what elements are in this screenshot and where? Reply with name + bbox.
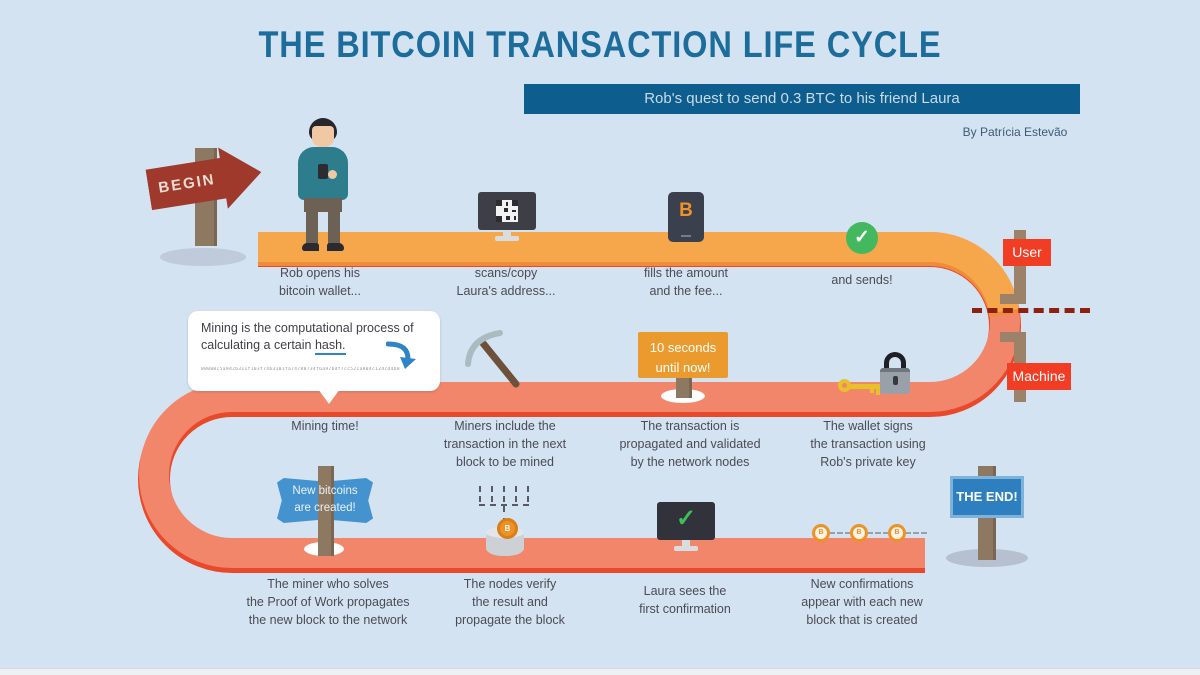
confirmation-chain-icon: B B B	[812, 524, 928, 542]
rob-person	[290, 118, 356, 252]
label-and-sends: and sends!	[831, 273, 893, 287]
lock-shackle	[884, 352, 906, 372]
label-nodes-verify: The nodes verify the result and propagat…	[455, 577, 565, 627]
rob-shoe-right	[327, 243, 344, 251]
rob-leg-left	[306, 210, 318, 244]
laura-monitor-base	[674, 546, 698, 551]
chain-coin-1: B	[812, 524, 830, 542]
monitor-check-icon: ✓	[657, 502, 715, 554]
phone-home-bar	[681, 235, 691, 237]
label-miners-include: Miners include the transaction in the ne…	[443, 419, 567, 469]
label-rob-opens: Rob opens his bitcoin wallet...	[279, 266, 361, 298]
label-mining-time: Mining time!	[291, 419, 359, 433]
chain-link-3	[905, 532, 927, 534]
chain-link-1	[829, 532, 851, 534]
bitcoin-symbol: B	[679, 200, 693, 221]
phone-bitcoin-icon: B	[668, 192, 704, 242]
page-title: THE BITCOIN TRANSACTION LIFE CYCLE	[258, 24, 942, 65]
monitor-base	[495, 236, 519, 241]
chain-link-2	[867, 532, 889, 534]
rob-face	[312, 126, 334, 147]
pickaxe-icon	[465, 330, 520, 388]
callout-text: Mining is the computational process of c…	[201, 320, 427, 355]
key-stem	[850, 384, 880, 389]
key-icon	[838, 378, 882, 396]
key-ring	[838, 379, 851, 392]
laura-monitor-frame: ✓	[657, 502, 715, 540]
callout-tail	[318, 389, 340, 404]
key-tooth-2	[876, 388, 880, 395]
monitor-neck	[503, 230, 511, 236]
node-dash-3	[503, 486, 505, 502]
node-network-icon: B	[477, 486, 533, 564]
user-post-top	[1014, 230, 1026, 240]
rob-hand	[328, 170, 337, 179]
confirmation-check: ✓	[675, 505, 697, 532]
lock-icon	[880, 352, 910, 398]
block-coin: B	[497, 518, 518, 539]
hash-string: 00000c5a9d26311f103f74b3101fa74788734f6a…	[201, 367, 400, 372]
node-dash-4	[515, 486, 517, 502]
curved-arrow-icon	[386, 341, 416, 369]
label-miner-solves: The miner who solves the Proof of Work p…	[246, 577, 410, 627]
callout-sentence: Mining is the computational process of c…	[201, 321, 414, 352]
node-dash-stem	[503, 506, 505, 524]
node-dash-2	[491, 486, 493, 502]
lock-keyhole	[893, 376, 898, 385]
subtitle-banner: Rob's quest to send 0.3 BTC to his frien…	[524, 84, 1080, 114]
begin-shadow	[160, 248, 246, 266]
begin-sign-label: BEGIN	[157, 170, 217, 197]
node-dash-1	[479, 486, 481, 502]
laura-monitor-neck	[682, 540, 690, 546]
new-bitcoins-label: New bitcoins are created!	[292, 485, 358, 514]
rob-phone	[318, 164, 328, 179]
check-circle-icon: ✓	[846, 222, 878, 254]
byline: By Patrícia Estevão	[962, 125, 1068, 139]
user-post-foot	[1000, 294, 1026, 304]
rob-pants	[304, 198, 342, 212]
key-tooth-1	[870, 388, 874, 393]
machine-sign: Machine	[1007, 363, 1071, 390]
node-dash-bus	[479, 504, 529, 506]
user-machine-divider	[972, 308, 1090, 313]
label-laura-sees: Laura sees the first confirmation	[639, 584, 731, 616]
chain-coin-2: B	[850, 524, 868, 542]
node-dash-5	[527, 486, 529, 502]
label-fills-amount: fills the amount and the fee...	[643, 266, 729, 298]
label-scans-copy: scans/copy Laura's address...	[456, 266, 556, 298]
ten-seconds-sign: 10 seconds until now!	[638, 332, 728, 378]
rob-shoe-left	[302, 243, 319, 251]
label-wallet-signs: The wallet signs the transaction using R…	[810, 419, 926, 469]
chain-coin-3: B	[888, 524, 906, 542]
qr-code	[496, 200, 518, 222]
machine-post-bottom	[1014, 390, 1026, 402]
hash-link: hash.	[314, 337, 346, 355]
label-new-confirmations: New confirmations appear with each new b…	[801, 577, 923, 627]
label-transaction-propagated: The transaction is propagated and valida…	[619, 419, 761, 469]
machine-post-arm	[1000, 332, 1026, 342]
bottom-strip	[0, 668, 1200, 675]
machine-post	[1014, 332, 1026, 365]
monitor-qr-icon	[478, 192, 536, 244]
ten-seconds-post	[676, 374, 692, 398]
rob-leg-right	[328, 210, 340, 244]
the-end-sign: THE END!	[950, 476, 1024, 518]
monitor-frame	[478, 192, 536, 230]
ribbon-post	[318, 466, 334, 556]
mining-callout: Mining is the computational process of c…	[188, 311, 440, 404]
user-sign: User	[1003, 239, 1051, 266]
